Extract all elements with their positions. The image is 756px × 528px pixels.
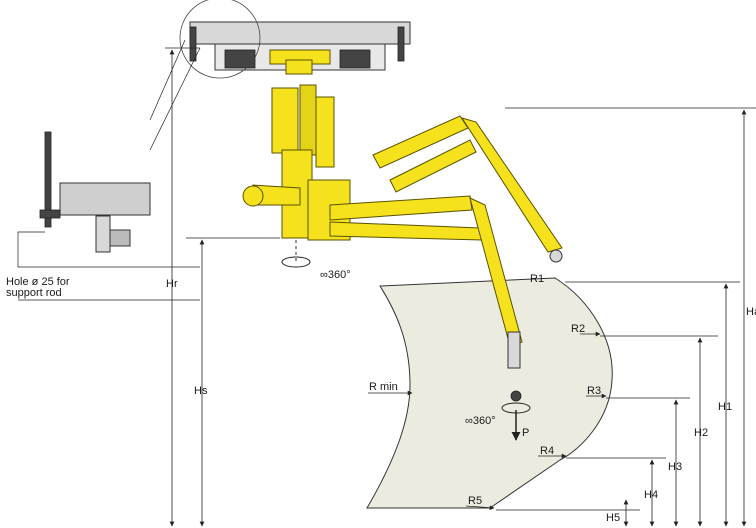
load-label: P	[522, 427, 529, 439]
hr-label: Hr	[166, 278, 178, 290]
right-dimensions	[496, 107, 756, 527]
bottom-rotation-symbol	[501, 402, 531, 441]
hs-label: Hs	[194, 385, 208, 397]
hole-note-line2: support rod	[6, 287, 62, 299]
hr-dimension	[165, 47, 200, 527]
top-rotation-symbol	[281, 256, 311, 268]
rotation-label-top: ∞360°	[320, 269, 351, 281]
r3-label: R3	[587, 385, 601, 397]
rmin-label: R min	[369, 381, 398, 393]
mount-detail-inset	[17, 39, 201, 301]
h4-label: H4	[644, 489, 658, 501]
r4-label: R4	[540, 445, 554, 457]
r2-label: R2	[571, 323, 585, 335]
ha-label: Ha	[746, 306, 756, 318]
r5-label: R5	[468, 495, 482, 507]
rotation-label-bottom: ∞360°	[465, 415, 496, 427]
h1-label: H1	[718, 401, 732, 413]
rear-lever	[242, 184, 301, 207]
h5-label: H5	[606, 512, 620, 524]
main-arm	[329, 195, 523, 402]
r1-label: R1	[530, 273, 544, 285]
h2-label: H2	[694, 427, 708, 439]
radius-leaders	[368, 331, 607, 511]
upper-arm	[372, 115, 563, 263]
hole-note-line1: Hole ø 25 for	[6, 276, 70, 288]
hs-dimension	[186, 237, 280, 527]
vertical-column	[271, 59, 351, 262]
ceiling-mount	[179, 0, 411, 79]
h3-label: H3	[668, 461, 682, 473]
